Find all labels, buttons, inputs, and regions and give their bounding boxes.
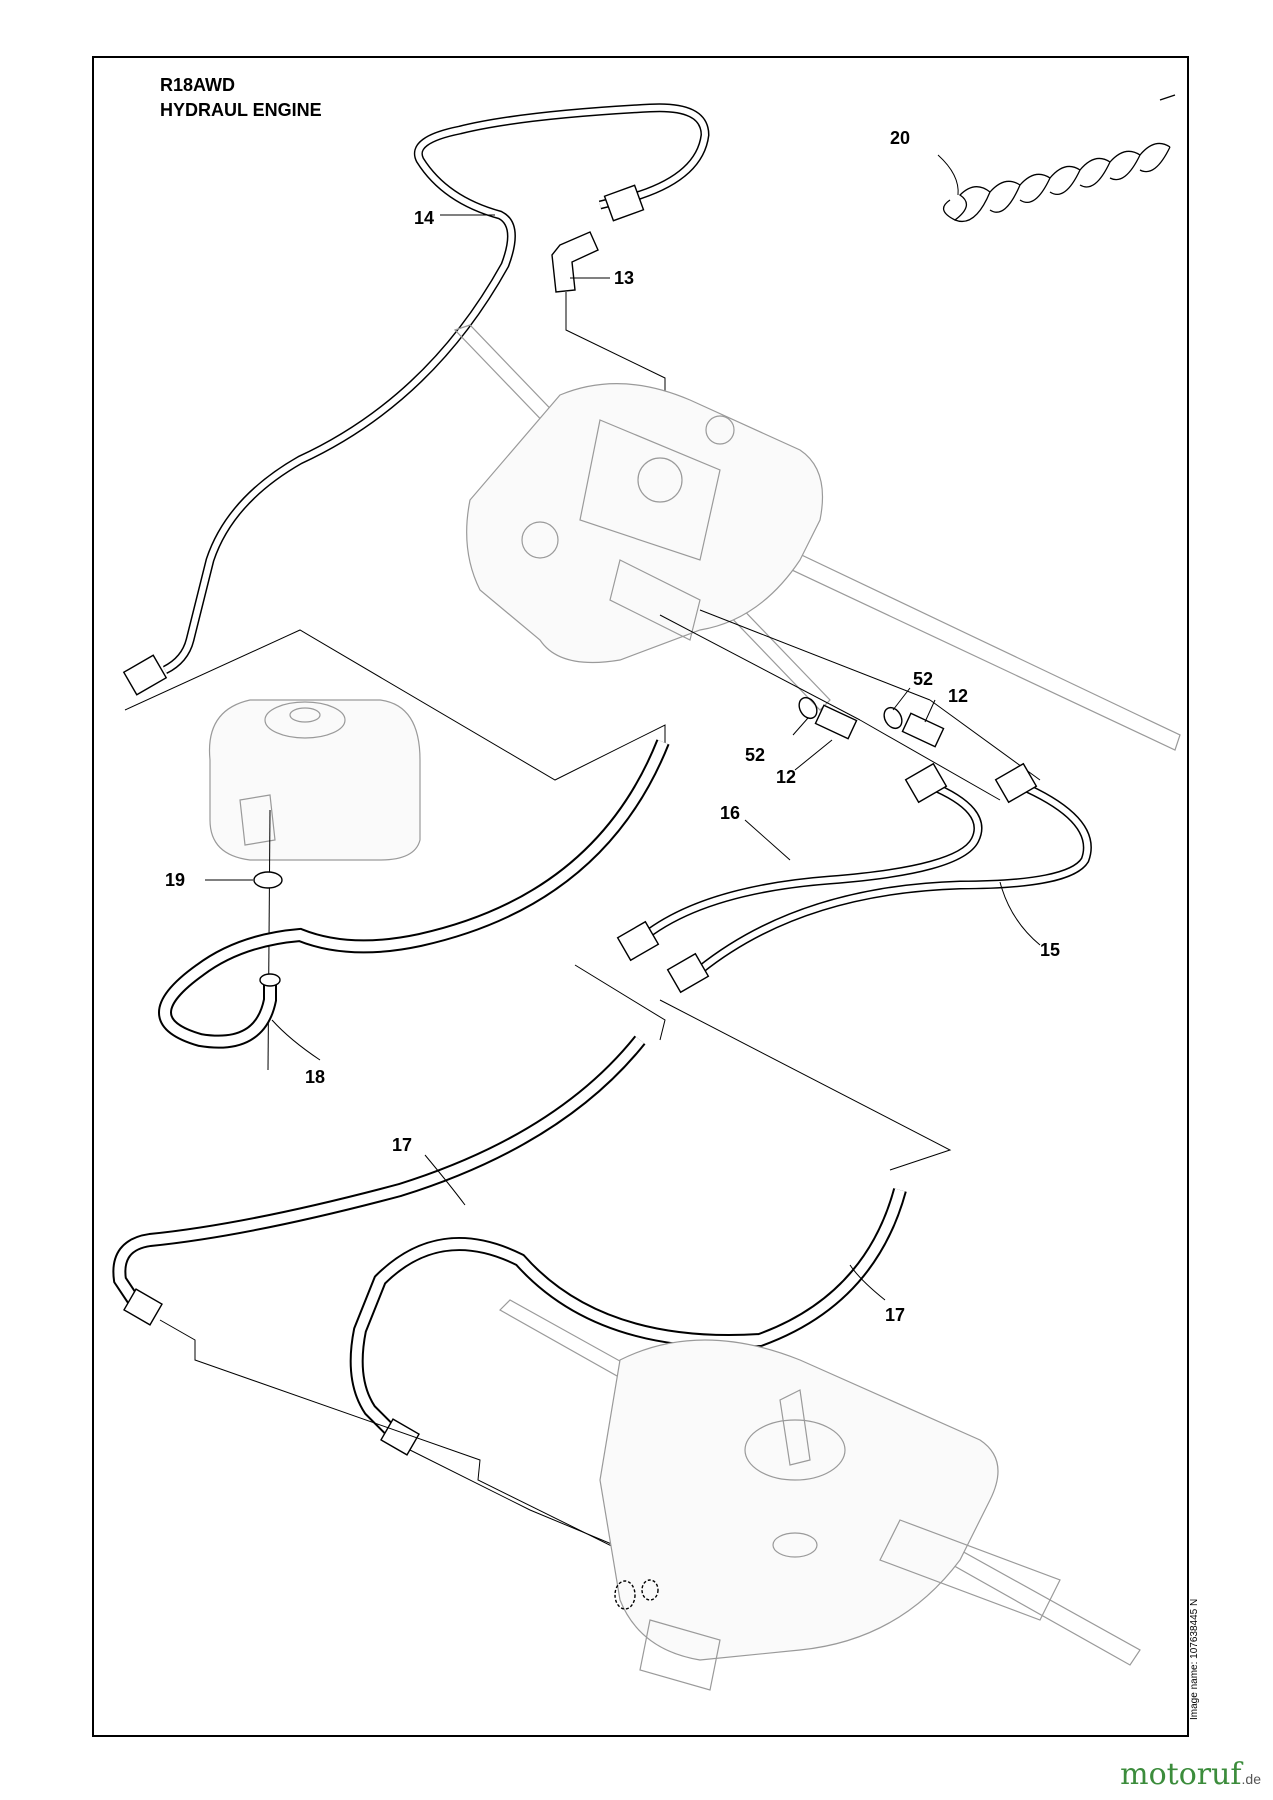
elbow-13 [551, 231, 599, 293]
callout-13: 13 [614, 268, 635, 288]
lower-transmission [499, 1299, 1141, 1691]
nut-15-bottom [666, 952, 710, 994]
section-title: HYDRAUL ENGINE [160, 100, 322, 120]
watermark-ext: .de [1241, 1771, 1261, 1787]
callout-12-left: 12 [776, 767, 797, 787]
callout-17-upper: 17 [392, 1135, 413, 1155]
nut-14-left [122, 654, 168, 696]
watermark-text: motoruf [1120, 1757, 1242, 1792]
nut-16-bottom [616, 920, 660, 962]
spring-20 [943, 94, 1176, 222]
fitting-12-right [901, 712, 945, 748]
o-ring-52-left [798, 696, 818, 720]
callout-16: 16 [720, 803, 741, 823]
nut-15-top [994, 762, 1038, 804]
callout-19: 19 [165, 870, 186, 890]
diagram-frame [92, 56, 1189, 1737]
callout-12-right: 12 [948, 686, 969, 706]
image-name-label: Image name: 107638445 N [1189, 1598, 1200, 1720]
nut-14-top [603, 184, 645, 222]
o-ring-52-right [883, 706, 903, 730]
callout-52-right: 52 [913, 669, 934, 689]
fitting-12-left [814, 704, 858, 740]
hydraulic-tank [208, 699, 421, 861]
nut-17-right [380, 1418, 420, 1456]
callout-52-left: 52 [745, 745, 766, 765]
callout-14: 14 [414, 208, 435, 228]
callout-17-lower: 17 [885, 1305, 906, 1325]
callout-18: 18 [305, 1067, 326, 1087]
model-title: R18AWD [160, 75, 236, 95]
callout-20: 20 [890, 128, 911, 148]
clamp-19 [253, 871, 283, 889]
nut-16-top [904, 762, 948, 804]
upper-transmission [453, 324, 1181, 751]
nut-17-left [123, 1288, 163, 1326]
callout-15: 15 [1040, 940, 1061, 960]
watermark-logo: motoruf.de [1120, 1757, 1261, 1792]
